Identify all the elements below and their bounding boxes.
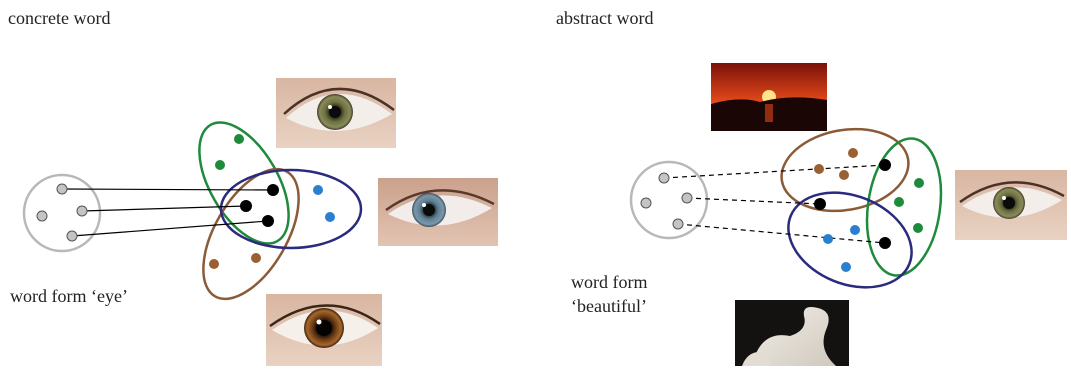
word-form-links-eye xyxy=(62,189,273,236)
word-form-nodes-eye xyxy=(37,184,87,241)
blue-eye-photo xyxy=(378,178,498,246)
green-eye-photo xyxy=(276,78,396,148)
sculpture-photo xyxy=(735,300,849,366)
green-eye-photo xyxy=(955,170,1067,240)
sunset-photo xyxy=(711,63,827,131)
green-feature-cluster-abstract xyxy=(859,134,950,281)
brown-eye-photo xyxy=(266,294,382,366)
word-form-nodes-beautiful xyxy=(641,173,692,229)
